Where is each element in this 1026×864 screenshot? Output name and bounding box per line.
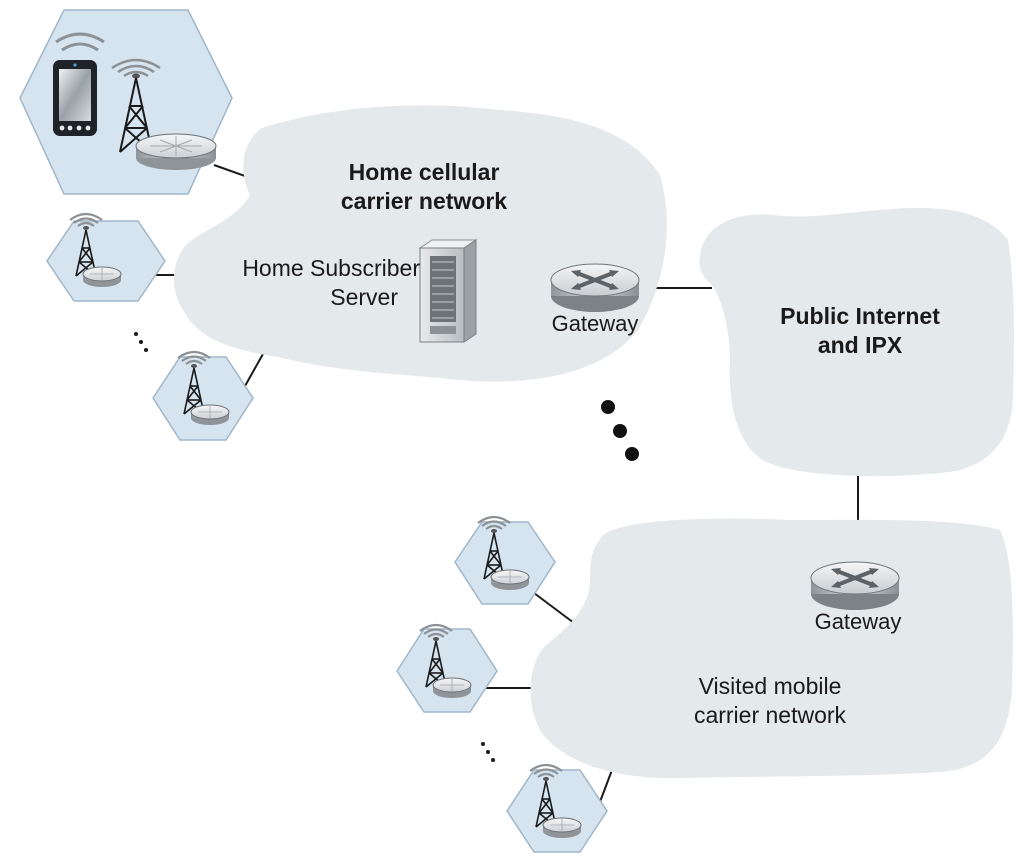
internet-title: Public Internet and IPX [755,302,965,360]
home-gateway-label-text: Gateway [551,311,639,336]
server-icon [418,239,478,343]
hss-label-line2: Server [330,283,398,310]
gateway-router-icon [809,560,901,612]
internet-cloud [699,207,1014,477]
hss-label: Home Subscriber Server [210,254,420,312]
home-network-title: Home cellular carrier network [318,158,530,216]
more-cells-ellipsis [481,742,495,762]
cell-home-3 [152,350,254,441]
cell-visited-1 [454,515,556,605]
home-network-cloud [173,105,667,382]
cell-home-with-phone [19,9,233,195]
visited-network-title-line2: carrier network [693,701,847,728]
smartphone-icon [53,32,105,136]
visited-network-title-line1: Visited mobile [698,673,842,699]
visited-network-cloud [530,518,1013,779]
internet-title-line1: Public Internet [780,303,940,329]
home-network-title-line2: carrier network [340,187,508,214]
base-station-icon [135,133,217,170]
visited-network-title: Visited mobile carrier network [670,672,870,730]
cell-home-2 [46,212,166,302]
cell-visited-2 [396,623,498,713]
more-networks-ellipsis [601,400,639,461]
visited-gateway-label-text: Gateway [814,609,902,634]
gateway-router-icon [549,262,641,314]
visited-gateway-label: Gateway [793,608,923,636]
home-network-title-line1: Home cellular [348,159,500,185]
home-gateway-label: Gateway [530,310,660,338]
more-cells-ellipsis [134,332,148,352]
internet-title-line2: and IPX [817,331,903,358]
cell-visited-3 [506,763,608,853]
hss-label-line1: Home Subscriber [242,255,420,281]
